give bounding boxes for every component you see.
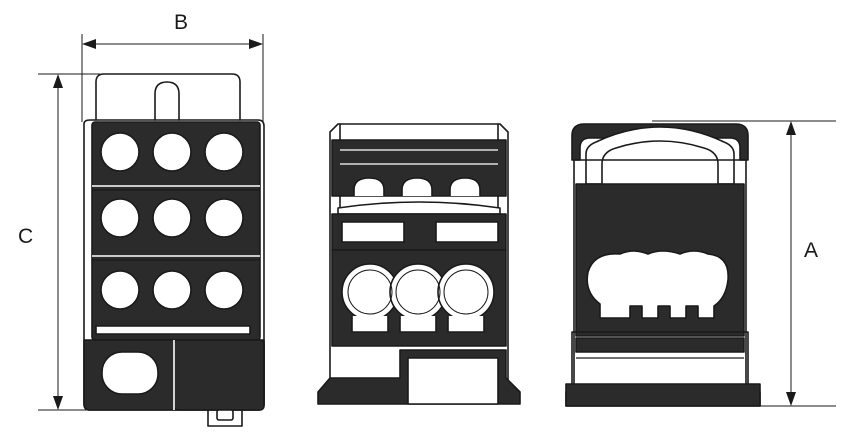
dimension-a — [652, 121, 836, 406]
dimension-c — [38, 74, 100, 410]
dimension-a-label: A — [804, 239, 819, 262]
side-view — [318, 124, 520, 404]
dimension-b — [82, 34, 263, 122]
dimension-b-label: B — [174, 11, 189, 34]
end-view — [566, 124, 760, 406]
dimension-c-label: C — [18, 225, 34, 248]
front-view — [84, 74, 264, 426]
